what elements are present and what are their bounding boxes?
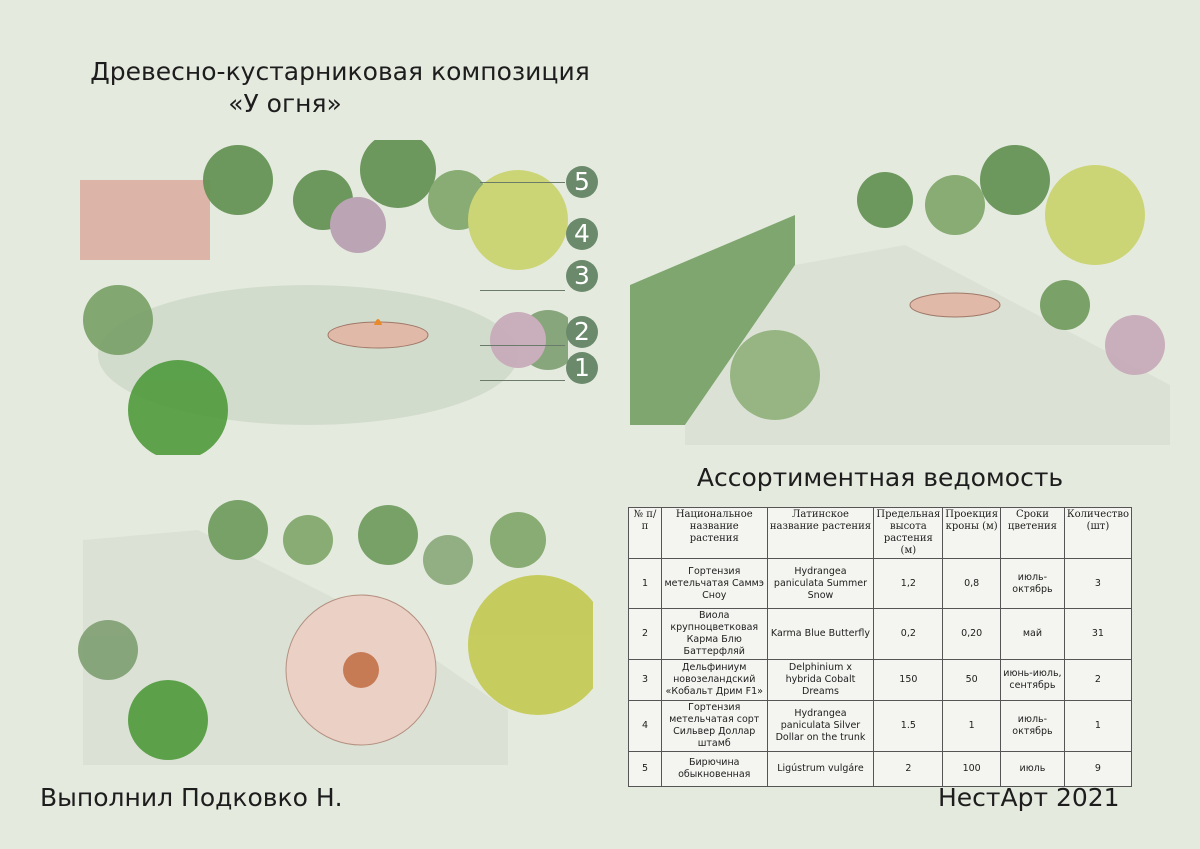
cell: 0,2 xyxy=(873,608,944,660)
cell: 9 xyxy=(1063,751,1133,787)
cell: 1 xyxy=(1063,700,1133,752)
title-line-2: «У огня» xyxy=(228,89,342,118)
cell: июль-октябрь xyxy=(1000,558,1065,609)
perspective-illustration-main xyxy=(80,140,568,455)
marker-5: 5 xyxy=(566,166,598,198)
cell: 3 xyxy=(628,659,662,701)
header-crown-projection: Проекция кроны (м) xyxy=(942,507,1001,559)
cell: 1 xyxy=(628,558,662,609)
cell: 2 xyxy=(873,751,944,787)
studio-credit: НестАрт 2021 xyxy=(938,783,1120,812)
cell: Hydrangea paniculata Silver Dollar on th… xyxy=(766,700,875,752)
perspective-illustration-side xyxy=(630,145,1170,445)
cell: 2 xyxy=(1063,659,1133,701)
cell: 100 xyxy=(942,751,1001,787)
cell: 50 xyxy=(942,659,1001,701)
cell: 150 xyxy=(873,659,944,701)
cell: 31 xyxy=(1063,608,1133,660)
cell: Виола крупноцветковая Карма Блю Баттерфл… xyxy=(660,608,768,660)
cell: 1.5 xyxy=(873,700,944,752)
cell: Karma Blue Butterfly xyxy=(766,608,875,660)
cell: 1,2 xyxy=(873,558,944,609)
marker-1: 1 xyxy=(566,352,598,384)
cell: 3 xyxy=(1063,558,1133,609)
cell: июль xyxy=(1000,751,1065,787)
cell: июль-октябрь xyxy=(1000,700,1065,752)
marker-3: 3 xyxy=(566,260,598,292)
cell: 1 xyxy=(942,700,1001,752)
author-credit: Выполнил Подковко Н. xyxy=(40,783,343,812)
cell: Hydrangea paniculata Summer Snow xyxy=(766,558,875,609)
cell: Гортензия метельчатая Саммэ Сноу xyxy=(660,558,768,609)
cell: 5 xyxy=(628,751,662,787)
table-header-row: № п/п Национальное название растения Лат… xyxy=(628,507,1133,559)
cell: 0,20 xyxy=(942,608,1001,660)
cell: 2 xyxy=(628,608,662,660)
cell: Бирючина обыкновенная xyxy=(660,751,768,787)
cell: 4 xyxy=(628,700,662,752)
cell: май xyxy=(1000,608,1065,660)
cell: июнь-июль, сентябрь xyxy=(1000,659,1065,701)
cell: Гортензия метельчатая сорт Сильвер Долла… xyxy=(660,700,768,752)
header-max-height: Предельная высота растения (м) xyxy=(873,507,944,559)
marker-2: 2 xyxy=(566,316,598,348)
marker-4: 4 xyxy=(566,218,598,250)
cell: Дельфиниум новозеландский «Кобальт Дрим … xyxy=(660,659,768,701)
header-number: № п/п xyxy=(628,507,662,559)
cell: 0,8 xyxy=(942,558,1001,609)
page-title: Древесно-кустарниковая композиция «У огн… xyxy=(60,56,620,120)
header-bloom-period: Сроки цветения xyxy=(1000,507,1065,559)
header-quantity: Количество (шт) xyxy=(1063,507,1133,559)
title-line-1: Древесно-кустарниковая композиция xyxy=(90,57,590,86)
cell: Delphinium x hybrida Cobalt Dreams xyxy=(766,659,875,701)
cell: Ligústrum vulgáre xyxy=(766,751,875,787)
header-latin-name: Латинское название растения xyxy=(766,507,875,559)
section-title: Ассортиментная ведомость xyxy=(696,463,1064,492)
plan-view-illustration xyxy=(78,500,593,765)
plant-assortment-table: № п/п Национальное название растения Лат… xyxy=(628,507,1133,787)
header-national-name: Национальное название растения xyxy=(660,507,768,559)
